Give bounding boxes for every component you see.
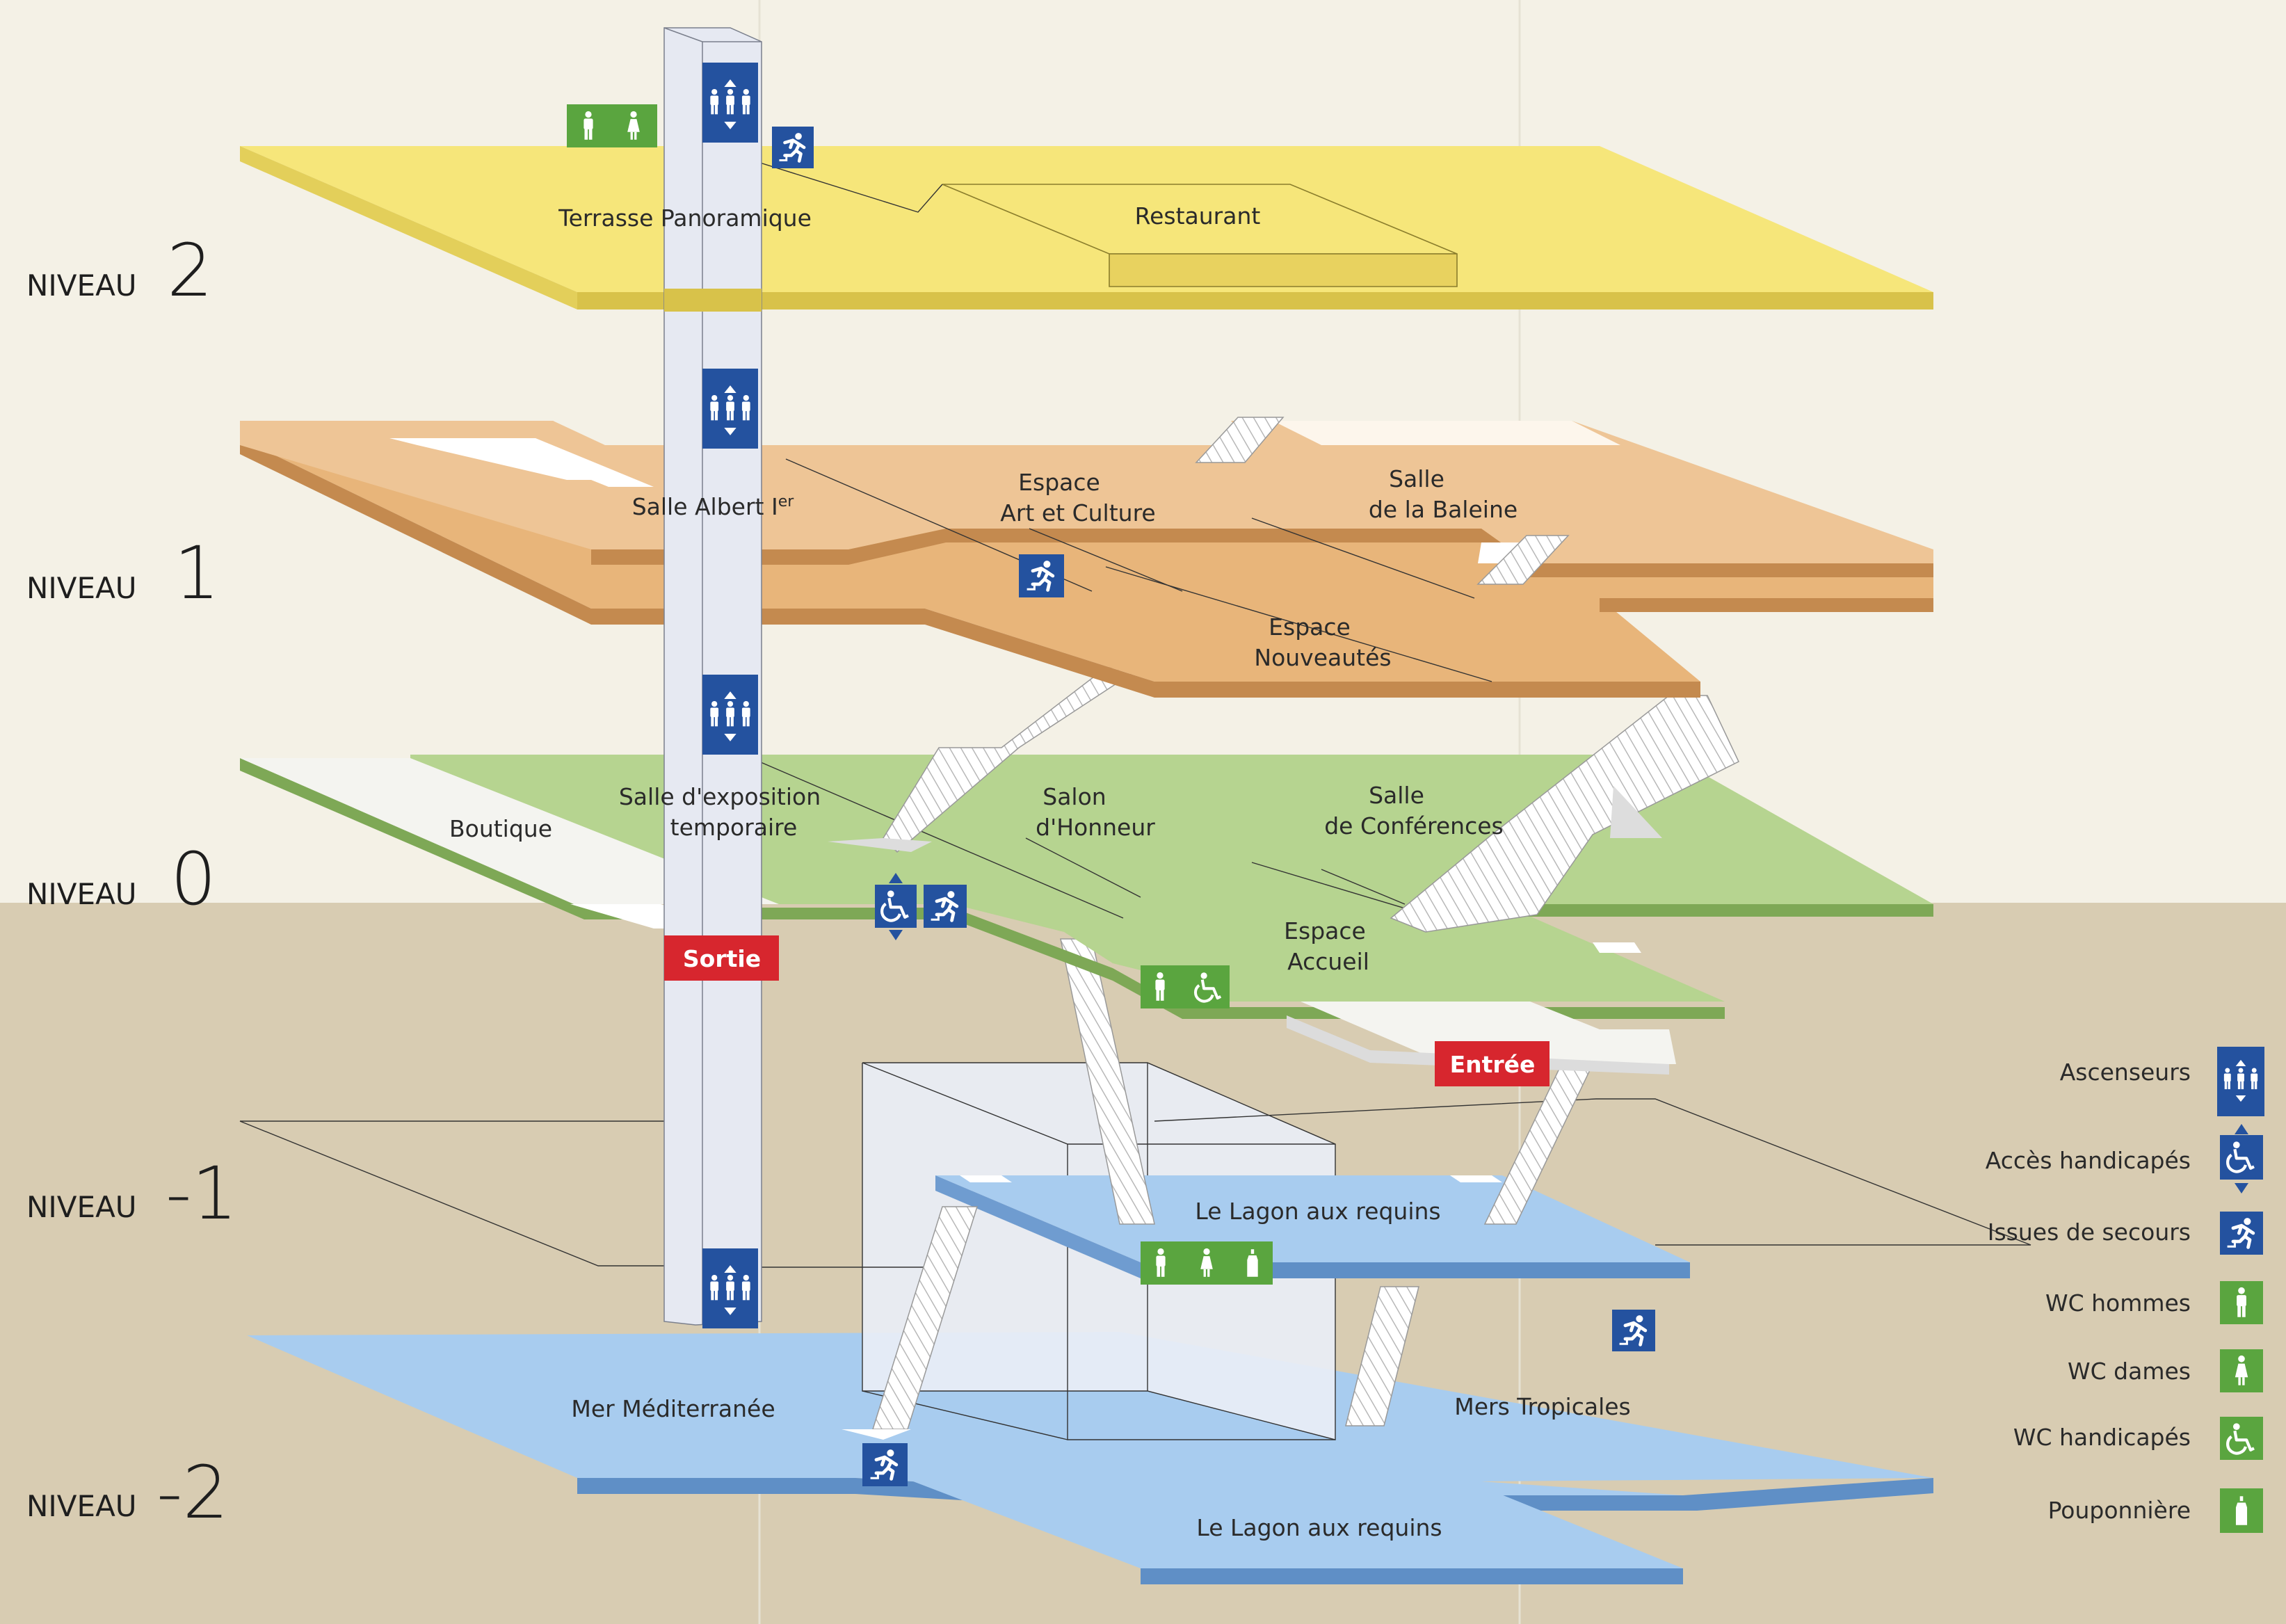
legend-wc-accessible: WC handicapés <box>2013 1417 2263 1460</box>
svg-text:NIVEAU: NIVEAU <box>26 877 137 911</box>
elevator-icon-level-minus1 <box>702 1248 758 1328</box>
emergency-exit-icon-level0 <box>924 885 967 928</box>
svg-text:Pouponnière: Pouponnière <box>2048 1497 2191 1524</box>
svg-text:WC hommes: WC hommes <box>2045 1289 2191 1317</box>
level-label-1: NIVEAU 1 <box>26 531 220 616</box>
legend-wc-men: WC hommes <box>2045 1281 2263 1324</box>
room-mers-tropicales: Mers Tropicales <box>1454 1393 1631 1420</box>
elevator-icon-level0 <box>702 675 758 755</box>
emergency-exit-icon-level2 <box>772 127 814 168</box>
legend-elevator: Ascenseurs <box>2060 1047 2264 1116</box>
svg-text:2: 2 <box>167 228 213 313</box>
emergency-exit-icon <box>2220 1212 2263 1255</box>
legend-nursery: Pouponnière <box>2048 1488 2263 1533</box>
legend-wc-women: WC dames <box>2068 1349 2263 1392</box>
stair-landing <box>842 1429 911 1440</box>
svg-text:NIVEAU: NIVEAU <box>26 1190 137 1224</box>
level-label-minus1: NIVEAU -1 <box>26 1151 238 1236</box>
stair-1-0-right <box>1390 695 1739 933</box>
room-terrasse-panoramique: Terrasse Panoramique <box>558 204 812 232</box>
wc-men-women-icon-level2 <box>567 104 657 147</box>
level-label-minus2: NIVEAU -2 <box>26 1450 229 1535</box>
entrance-sign: Entrée <box>1435 1041 1550 1086</box>
emergency-exit-icon-level-minus2-left <box>862 1443 908 1486</box>
emergency-exit-icon-level-minus2-right <box>1612 1310 1655 1351</box>
svg-text:-1: -1 <box>166 1151 238 1236</box>
svg-text:NIVEAU: NIVEAU <box>26 268 137 303</box>
wc-men-accessible-icon-level0 <box>1141 965 1230 1008</box>
entrance-sign-label: Entrée <box>1450 1051 1536 1078</box>
svg-text:0: 0 <box>170 837 216 922</box>
room-salle-albert: Salle Albert Ier <box>632 493 795 520</box>
svg-text:1: 1 <box>174 531 220 616</box>
exit-sign: Sortie <box>664 935 779 981</box>
svg-text:Issues de secours: Issues de secours <box>1988 1219 2191 1246</box>
elevator-icon <box>2217 1047 2264 1116</box>
elevator-icon-level2 <box>702 63 758 143</box>
level-label-2: NIVEAU 2 <box>26 228 213 313</box>
level0-floor <box>240 755 1933 1075</box>
exit-sign-label: Sortie <box>683 945 761 972</box>
level-minus2-floor <box>247 1332 1933 1584</box>
legend-emergency-exit: Issues de secours <box>1988 1212 2263 1255</box>
wheelchair-access-icon-level0 <box>875 873 917 940</box>
svg-text:WC dames: WC dames <box>2068 1358 2191 1385</box>
svg-text:Ascenseurs: Ascenseurs <box>2060 1059 2191 1086</box>
room-boutique: Boutique <box>449 815 552 842</box>
level1-floor <box>240 417 1933 698</box>
svg-text:NIVEAU: NIVEAU <box>26 571 137 605</box>
svg-text:Accès handicapés: Accès handicapés <box>1986 1147 2191 1174</box>
wc-nursery-icon-level-minus1 <box>1141 1241 1273 1285</box>
room-lagon-requins-level-minus1: Le Lagon aux requins <box>1195 1198 1440 1225</box>
svg-text:-2: -2 <box>156 1450 229 1535</box>
stair-minus1-minus2-right <box>1345 1286 1419 1426</box>
svg-text:WC handicapés: WC handicapés <box>2013 1424 2191 1451</box>
level-label-0: NIVEAU 0 <box>26 837 216 922</box>
elevator-icon-level1 <box>702 369 758 449</box>
legend: Ascenseurs Accès handicapés Issues de se… <box>1986 1047 2264 1533</box>
room-restaurant: Restaurant <box>1135 202 1261 230</box>
level-minus1-outline <box>239 1098 2031 1268</box>
svg-text:NIVEAU: NIVEAU <box>26 1489 137 1523</box>
room-lagon-requins-level-minus2: Le Lagon aux requins <box>1196 1514 1442 1541</box>
emergency-exit-icon-level1 <box>1019 554 1064 597</box>
legend-wheelchair-access: Accès handicapés <box>1986 1124 2263 1193</box>
room-mer-mediterranee: Mer Méditerranée <box>571 1395 775 1422</box>
level2-floor <box>240 146 1933 309</box>
